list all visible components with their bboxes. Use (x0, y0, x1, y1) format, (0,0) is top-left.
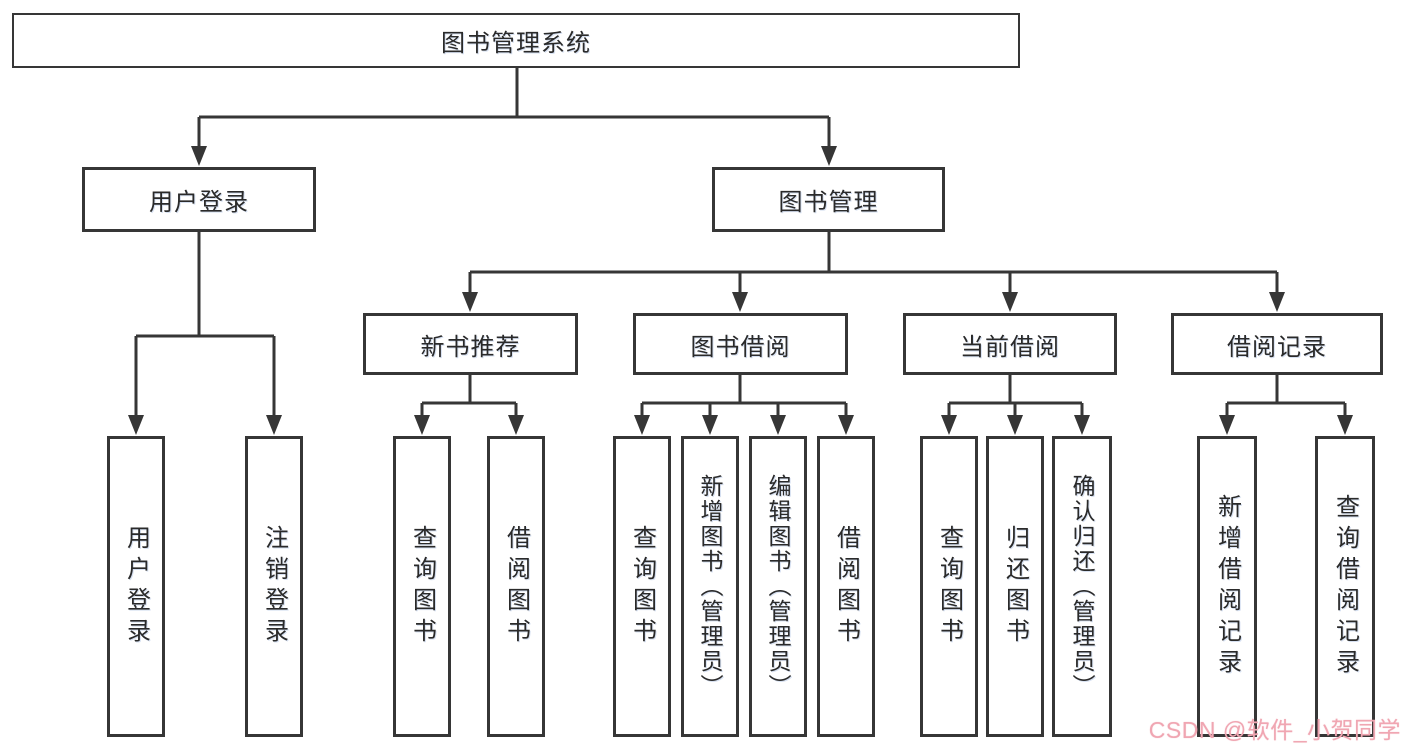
node-book-borrow: 图书借阅 (633, 313, 848, 375)
node-new-book-recommend: 新书推荐 (363, 313, 578, 375)
node-label: 借阅记录 (1227, 333, 1327, 361)
node-label: 查询图书 (408, 524, 436, 649)
node-label: 图书管理 (778, 189, 879, 216)
leaf-add-borrow-record: 新增借阅记录 (1197, 436, 1257, 737)
node-label: 查询借阅记录 (1331, 493, 1359, 680)
node-label: 当前借阅 (960, 333, 1060, 361)
leaf-query-borrow-record: 查询借阅记录 (1315, 436, 1375, 737)
csdn-watermark: CSDN @软件_小贺同学 (1148, 717, 1401, 743)
leaf-logout: 注销登录 (245, 436, 303, 737)
node-label: 图书管理系统 (441, 30, 591, 57)
node-label: 新增图书（管理员） (697, 474, 723, 699)
node-label: 查询图书 (935, 524, 963, 649)
node-label: 查询图书 (628, 524, 656, 649)
leaf-edit-books-admin: 编辑图书（管理员） (749, 436, 807, 737)
leaf-add-books-admin: 新增图书（管理员） (681, 436, 739, 737)
node-borrow-records: 借阅记录 (1171, 313, 1383, 375)
leaf-confirm-return-admin: 确认归还（管理员） (1052, 436, 1112, 737)
leaf-query-books-current: 查询图书 (920, 436, 978, 737)
node-label: 借阅图书 (832, 524, 860, 649)
leaf-borrow-books: 借阅图书 (817, 436, 875, 737)
node-library-management-system: 图书管理系统 (12, 13, 1020, 68)
node-label: 用户登录 (149, 189, 249, 216)
leaf-borrow-books-recommend: 借阅图书 (487, 436, 545, 737)
node-label: 借阅图书 (502, 524, 530, 649)
node-book-management: 图书管理 (712, 167, 945, 232)
node-current-borrow: 当前借阅 (903, 313, 1117, 375)
node-user-login: 用户登录 (82, 167, 316, 232)
leaf-user-login: 用户登录 (107, 436, 165, 737)
leaf-query-books-borrow: 查询图书 (613, 436, 671, 737)
node-label: 注销登录 (260, 524, 288, 649)
node-label: 新增借阅记录 (1213, 493, 1241, 680)
node-label: 归还图书 (1001, 524, 1029, 649)
node-label: 用户登录 (122, 524, 150, 649)
node-label: 确认归还（管理员） (1069, 474, 1095, 699)
node-label: 编辑图书（管理员） (765, 474, 791, 699)
leaf-query-books-recommend: 查询图书 (393, 436, 451, 737)
leaf-return-books: 归还图书 (986, 436, 1044, 737)
node-label: 图书借阅 (690, 333, 791, 361)
node-label: 新书推荐 (420, 333, 521, 361)
